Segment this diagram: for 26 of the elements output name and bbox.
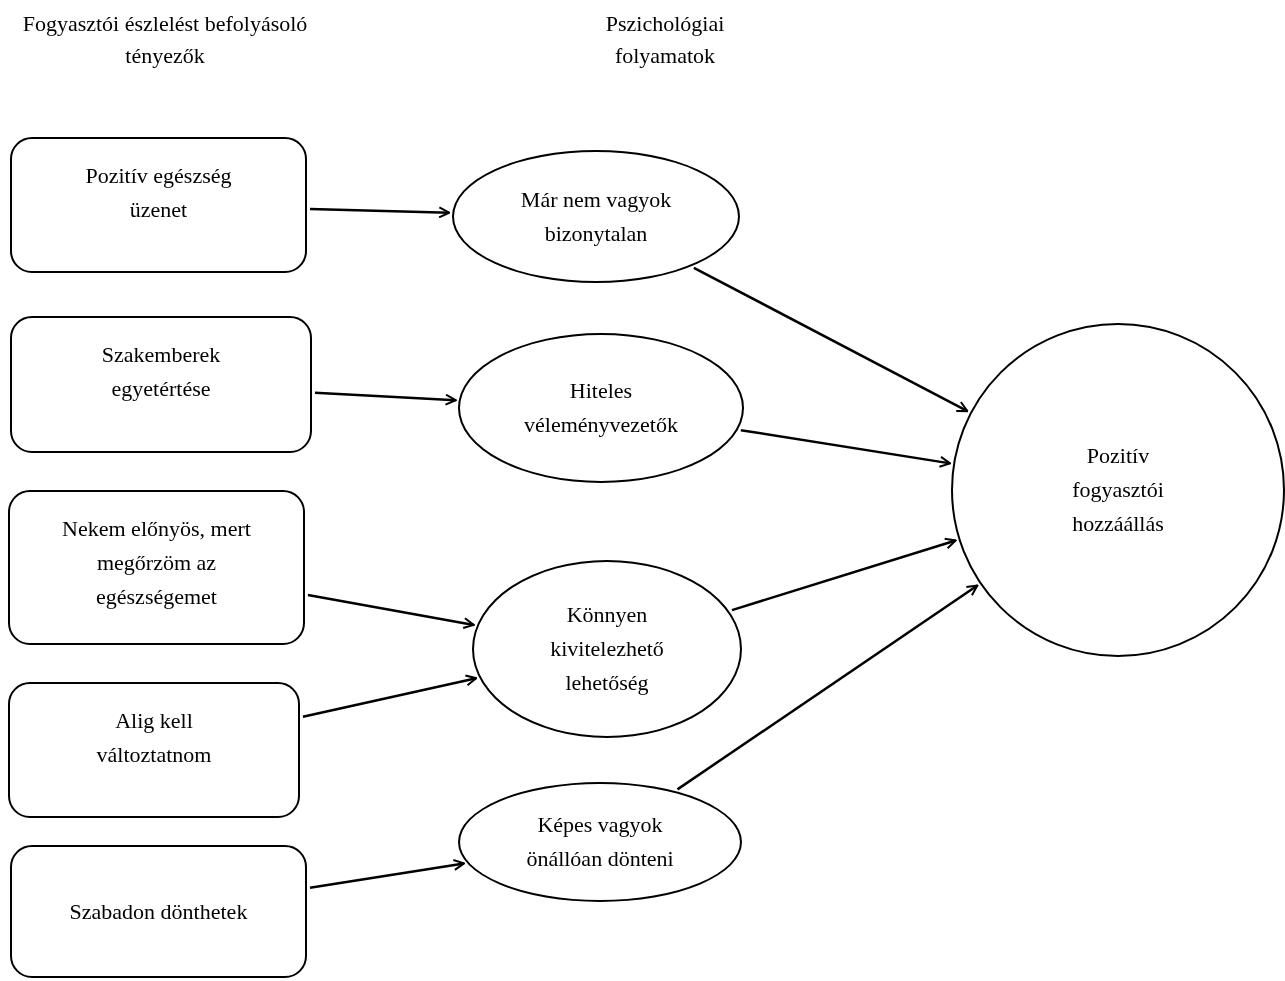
node-label: Könnyen kivitelezhető lehetőség [549,601,665,697]
node-label: Képes vagyok önállóan dönteni [525,811,675,873]
arrow [731,537,957,612]
arrow [302,674,478,718]
factor-box [10,137,307,273]
node-label: Szakemberek egyetértése [100,341,222,403]
column-heading: Pszichológiai folyamatok [604,10,726,70]
node-label: Alig kell változtatnom [95,707,213,769]
arrow [309,859,465,889]
node-label: Már nem vagyok bizonytalan [519,185,673,248]
node-label: Szabadon dönthetek [69,897,248,926]
arrow [307,593,475,630]
factor-box [10,316,312,453]
node-label: Nekem előnyös, mert megőrzöm az egészségemet [61,515,252,611]
arrow [740,428,952,468]
arrow [309,206,451,219]
factor-box [10,845,307,978]
node-label: Pozitív egészség üzenet [84,162,233,224]
node-label: Pozitív fogyasztói hozzáállás [1071,442,1165,538]
arrow [314,391,457,406]
node-label: Hiteles véleményvezetők [523,377,679,439]
factor-box [8,490,305,645]
factor-box [8,682,300,818]
arrow [693,266,969,413]
arrow [676,584,979,791]
column-heading: Fogyasztói észlelést befolyásoló tényezők [21,10,309,70]
